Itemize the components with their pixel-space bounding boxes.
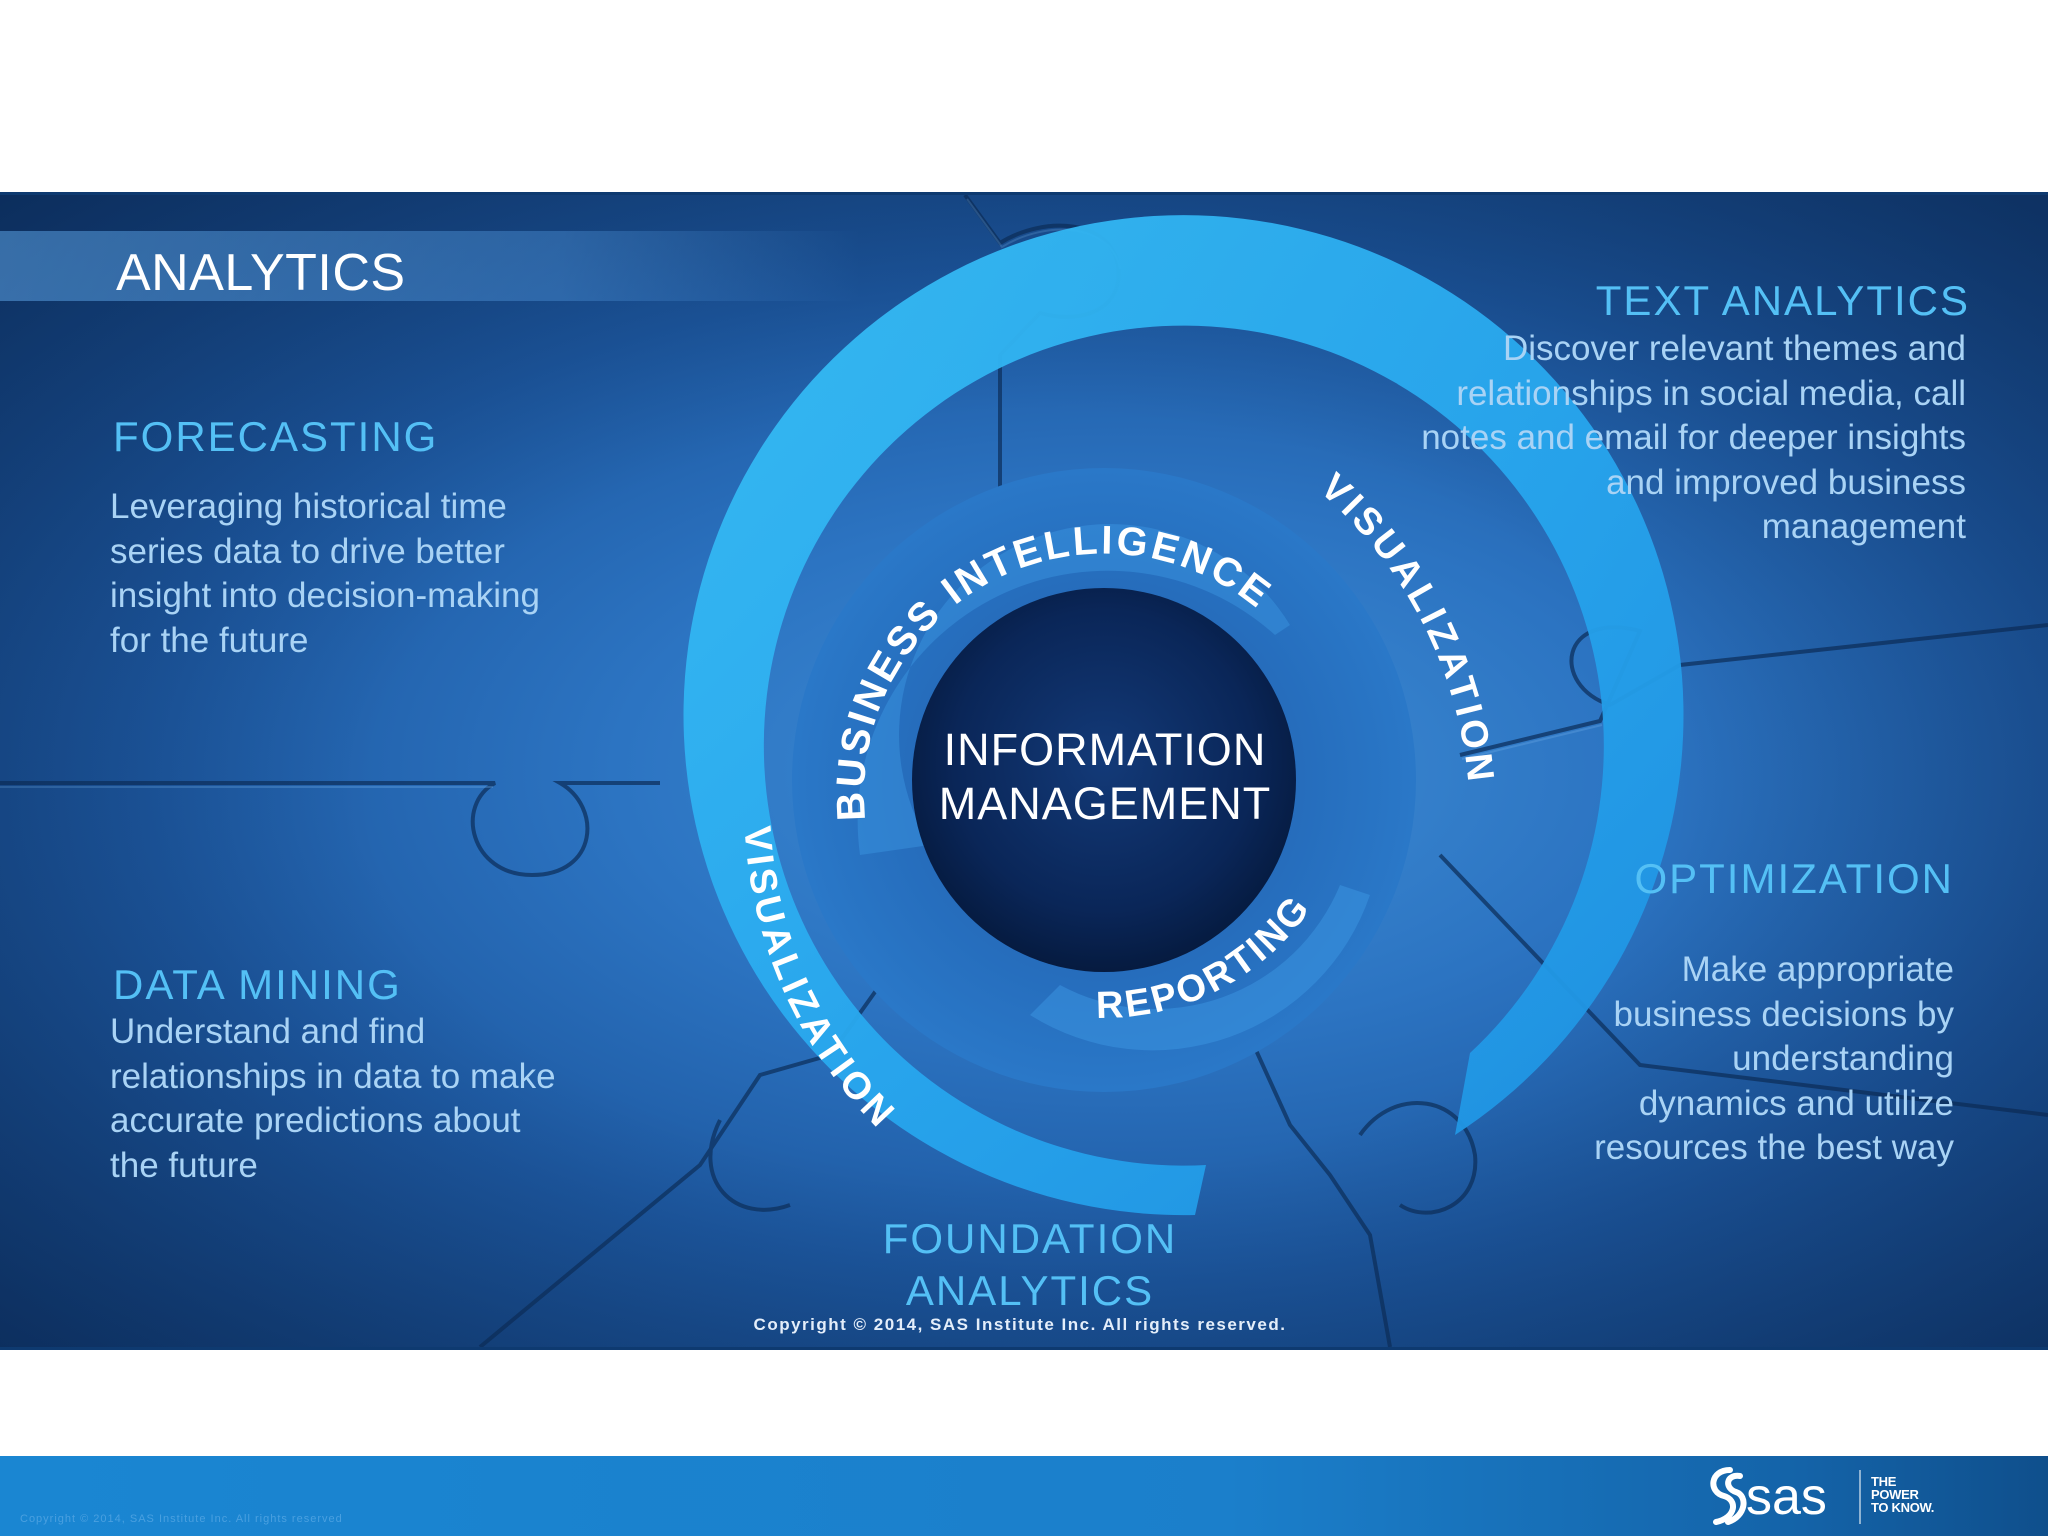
description-line: resources the best way [1594,1128,1954,1167]
core-circle [912,588,1296,972]
sas-swirl-icon [1710,1467,1747,1525]
description-line: for the future [110,620,309,660]
data-mining-heading: DATA MINING [113,961,402,1008]
footer-copyright: Copyright © 2014, SAS Institute Inc. All… [20,1513,343,1525]
data-mining-description: Understand and find relationships in dat… [110,1010,556,1188]
sas-logo: sas [1710,1467,1861,1526]
description-line: the future [110,1145,258,1185]
description-line: understanding [1732,1039,1954,1078]
description-line: series data to drive better [110,531,505,571]
description-line: accurate predictions about [110,1101,521,1140]
text-analytics-description: Discover relevant themes and relationshi… [1421,327,1966,550]
description-line: dynamics and utilize [1638,1083,1954,1123]
tagline-line: POWER [1871,1487,1919,1502]
title-band [0,231,860,301]
description-line: relationships in social media, call [1456,373,1966,413]
tagline-line: TO KNOW. [1871,1500,1935,1515]
brand-tagline: THE POWER TO KNOW. [1871,1475,1934,1514]
slide-title: ANALYTICS [116,244,406,302]
tagline-line: THE [1871,1474,1897,1489]
description-line: insight into decision-making [110,576,540,615]
description-line: Leveraging historical time [110,487,507,526]
optimization-heading: OPTIMIZATION [1634,855,1954,902]
description-line: Make appropriate [1681,950,1954,989]
footer-bar [0,1456,2048,1536]
inner-ring-bottom [1030,885,1370,1051]
foundation-analytics-label: FOUNDATION ANALYTICS [830,1213,1230,1317]
foundation-line: FOUNDATION [882,1215,1178,1262]
description-line: business decisions by [1613,994,1954,1034]
description-line: Understand and find [110,1012,426,1051]
panel-copyright: Copyright © 2014, SAS Institute Inc. All… [753,1315,1287,1334]
information-management-label: INFORMATION MANAGEMENT [920,723,1290,831]
forecasting-description: Leveraging historical time series data t… [110,485,540,663]
analytics-wheel-diagram: BUSINESS INTELLIGENCE REPORTING VISUALIZ… [683,215,1684,1216]
forecasting-heading: FORECASTING [113,413,439,460]
description-line: notes and email for deeper insights [1421,418,1966,457]
description-line: and improved business [1606,462,1966,502]
text-analytics-heading: TEXT ANALYTICS [1595,277,1970,324]
inner-ring-top [857,524,1290,855]
optimization-description: Make appropriate business decisions by u… [1594,948,1954,1171]
description-line: relationships in data to make [110,1056,556,1096]
description-line: management [1761,507,1966,546]
sas-wordmark: sas [1746,1468,1827,1526]
analytics-panel: ANALYTICS [0,192,2048,1350]
center-line: MANAGEMENT [938,778,1272,829]
center-line: INFORMATION [943,724,1267,775]
foundation-line: ANALYTICS [905,1267,1155,1314]
description-line: Discover relevant themes and [1503,329,1966,368]
